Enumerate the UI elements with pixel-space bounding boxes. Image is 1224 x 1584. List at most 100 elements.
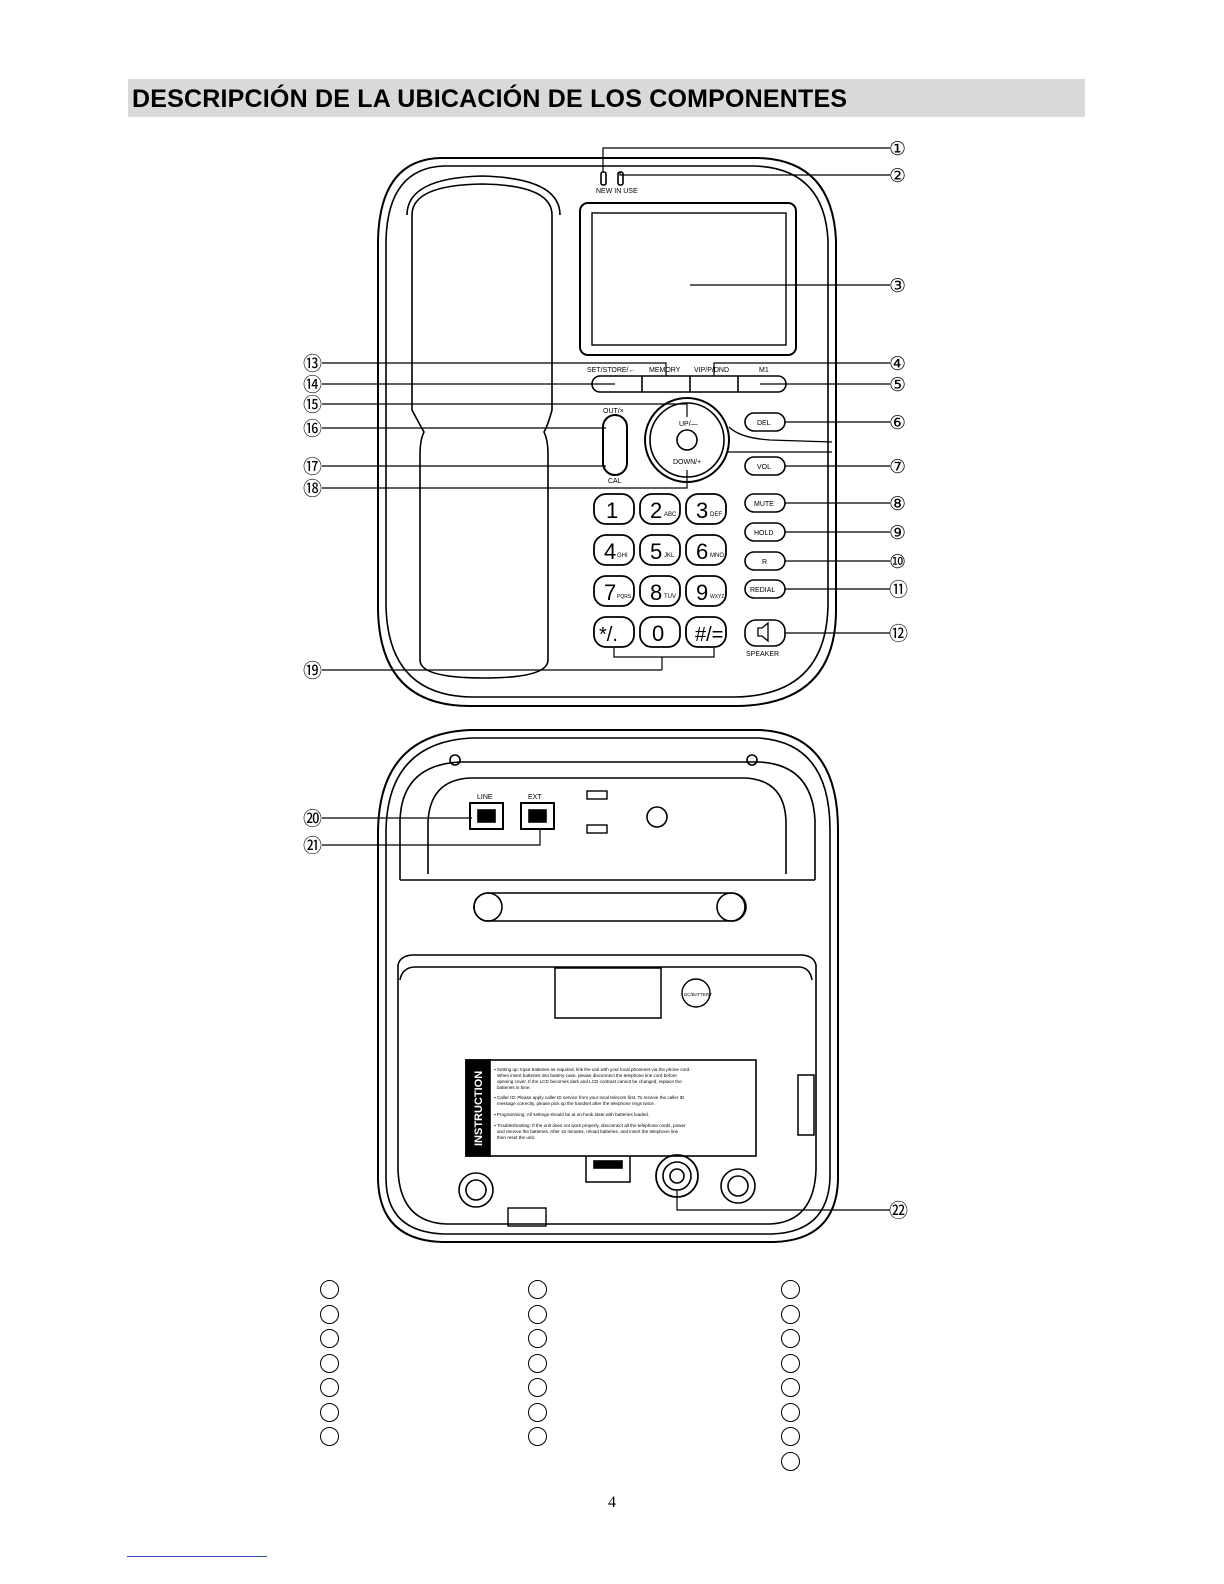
key-main: 1	[606, 498, 618, 523]
ext-label: EXT	[528, 794, 542, 801]
legend-circle	[528, 1353, 547, 1373]
front-labels: NEW IN USE SET/STORE/← MEMORY VIP/P/DND …	[587, 188, 779, 658]
legend-circle	[528, 1427, 547, 1446]
key-sub: JKL	[664, 553, 675, 559]
front-body-inner	[385, 165, 829, 698]
side-key-mute: MUTE	[754, 501, 774, 508]
callout-16: ⑯	[303, 418, 322, 440]
callout-7: ⑦	[889, 457, 906, 478]
legend-column-3	[781, 1280, 800, 1476]
leader-lines	[322, 147, 890, 1211]
phone-front-view	[377, 157, 837, 707]
legend-circle	[528, 1329, 547, 1348]
callout-3: ③	[889, 276, 906, 297]
callout-20: ⑳	[303, 808, 322, 830]
out-label: OUT/×	[603, 408, 624, 415]
soft-key-label-set: SET/STORE/←	[587, 367, 636, 374]
legend-circle	[320, 1353, 339, 1373]
ext-jack	[520, 802, 555, 830]
phone-back-view	[377, 729, 839, 1243]
key-main: */.	[599, 624, 618, 646]
legend-column-2	[528, 1280, 547, 1452]
key-main: 2	[650, 498, 662, 523]
legend-circle	[320, 1304, 339, 1324]
lcd-frame	[579, 202, 797, 356]
keypad	[593, 493, 727, 648]
callout-14: ⑭	[303, 374, 322, 396]
line-label: LINE	[477, 794, 493, 801]
title-bar: DESCRIPCIÓN DE LA UBICACIÓN DE LOS COMPO…	[128, 79, 1085, 117]
led-label: NEW IN USE	[596, 188, 638, 195]
key-sub: ABC	[664, 512, 677, 518]
up-label: UP/—	[679, 421, 698, 428]
key-main: 0	[652, 621, 664, 646]
instruction-title: INSTRUCTION	[473, 1071, 485, 1146]
key-sub: TUV	[664, 594, 676, 600]
callout-15: ⑮	[303, 394, 322, 416]
label-window	[554, 967, 662, 1019]
legend-circle	[781, 1378, 800, 1397]
legend-circle	[320, 1280, 339, 1299]
key-main: 3	[696, 498, 708, 523]
soft-key-label-m1: M1	[759, 367, 769, 374]
instruction-line: then reset the unit.	[497, 1135, 535, 1140]
legend-circle	[781, 1353, 800, 1373]
instruction-line: ▪ Setting up: Input batteries as require…	[494, 1067, 690, 1072]
lcd-screen	[591, 212, 787, 346]
callout-19: ⑲	[303, 660, 322, 682]
callout-4: ④	[889, 354, 906, 375]
speaker-label: SPEAKER	[746, 651, 779, 658]
soft-key-bar	[591, 375, 787, 393]
speaker-glyph	[757, 621, 769, 643]
key-main: 4	[604, 539, 616, 564]
instruction-line: message correctly, please pick up the ha…	[497, 1101, 655, 1106]
callout-12: ⑫	[889, 623, 908, 645]
key-sub: DEF	[710, 512, 722, 518]
stand-bar	[473, 892, 747, 922]
side-key-del: DEL	[757, 420, 771, 427]
instruction-line: ▪ Caller ID: Please apply caller ID serv…	[494, 1095, 685, 1100]
callout-22: ㉒	[889, 1200, 908, 1222]
key-main: 7	[604, 580, 616, 605]
key-sub: WXYZ	[710, 594, 724, 600]
callout-8: ⑧	[889, 494, 906, 515]
callout-10: ⑩	[889, 552, 906, 573]
key-sub: GHI	[617, 553, 628, 559]
out-cal-button	[602, 414, 628, 476]
callout-13: ⑬	[303, 353, 322, 375]
legend-circle	[781, 1280, 800, 1299]
page-title: DESCRIPCIÓN DE LA UBICACIÓN DE LOS COMPO…	[132, 85, 848, 113]
callout-18: ⑱	[303, 478, 322, 500]
legend-circle	[320, 1378, 339, 1397]
front-body-outer	[377, 157, 837, 707]
cal-label: CAL	[608, 478, 622, 485]
instruction-line: When insert batteries into battery case,…	[497, 1073, 677, 1078]
legend-circle	[320, 1329, 339, 1348]
callout-1: ①	[889, 139, 906, 160]
side-key-redial: REDIAL	[750, 587, 775, 594]
key-main: 8	[650, 580, 662, 605]
nav-center	[676, 429, 698, 451]
key-sub: PQRS	[617, 594, 632, 600]
legend-circle	[320, 1427, 339, 1446]
legend-circle	[781, 1451, 800, 1471]
down-label: DOWN/+	[673, 459, 701, 466]
legend-circle	[781, 1402, 800, 1422]
callouts: ① ② ③ ④ ⑤ ⑥ ⑦ ⑧ ⑨ ⑩ ⑪ ⑫ ⑬ ⑭ ⑮ ⑯ ⑰ ⑱ ⑲ ⑳ …	[303, 139, 908, 1222]
instruction-line: opening cover. If the LCD becomes dark a…	[497, 1079, 682, 1084]
legend-circle	[320, 1402, 339, 1422]
legend-circle	[528, 1304, 547, 1324]
callout-9: ⑨	[889, 523, 906, 544]
key-main: 6	[696, 539, 708, 564]
dc-label: DC/BATTERY	[684, 992, 712, 997]
side-key-hold: HOLD	[754, 530, 773, 537]
callout-21: ㉑	[303, 835, 322, 857]
callout-5: ⑤	[889, 375, 906, 396]
back-body-outer	[377, 729, 839, 1243]
side-key-r: R	[762, 559, 767, 566]
legend-circle	[781, 1304, 800, 1324]
key-main: 9	[696, 580, 708, 605]
legend-circle	[781, 1329, 800, 1348]
soft-key-label-memory: MEMORY	[649, 367, 681, 374]
